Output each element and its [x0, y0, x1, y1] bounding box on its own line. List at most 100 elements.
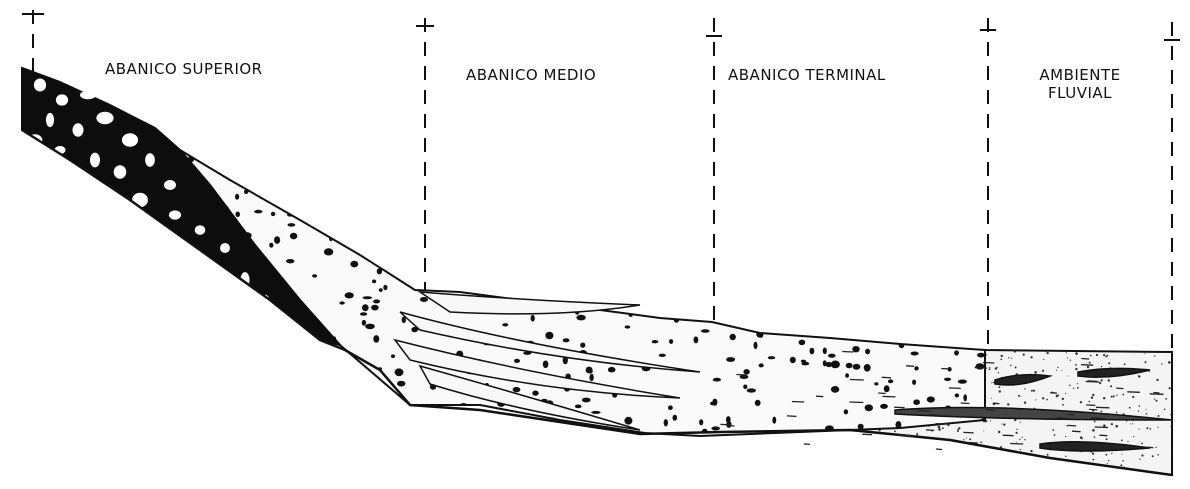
- sand-grain: [692, 476, 694, 478]
- sand-grain: [1096, 354, 1098, 356]
- sand-grain: [823, 316, 825, 318]
- sand-grain: [759, 435, 761, 437]
- pebble: [569, 177, 575, 184]
- pebble: [680, 177, 684, 182]
- sand-grain: [1089, 362, 1091, 364]
- sand-grain: [1087, 476, 1089, 478]
- sand-grain: [957, 428, 959, 430]
- sand-grain: [1080, 401, 1082, 403]
- sand-grain: [698, 313, 699, 314]
- pebble: [328, 418, 336, 423]
- pebble: [446, 155, 450, 162]
- sand-grain: [797, 443, 799, 445]
- sand-grain: [551, 479, 552, 480]
- sand-grain: [1132, 329, 1133, 330]
- sand-grain: [976, 452, 978, 454]
- sand-grain: [420, 456, 421, 457]
- sand-grain: [506, 416, 509, 419]
- lamination-dash: [926, 430, 934, 431]
- sand-grain: [494, 420, 496, 422]
- sand-grain: [1051, 463, 1052, 464]
- sand-grain: [812, 332, 814, 334]
- pebble: [880, 267, 886, 274]
- lamination-dash: [804, 444, 810, 445]
- sand-grain: [699, 305, 700, 306]
- sand-grain: [938, 426, 941, 429]
- pebble: [755, 400, 761, 406]
- pebble: [298, 415, 302, 420]
- sand-grain: [970, 343, 971, 344]
- pebble: [802, 235, 809, 240]
- pebble: [847, 434, 855, 438]
- pebble: [710, 402, 715, 406]
- sand-grain: [837, 461, 839, 463]
- sand-grain: [720, 466, 722, 468]
- pebble: [921, 326, 929, 333]
- sand-grain: [1121, 439, 1123, 441]
- sand-grain: [536, 432, 538, 434]
- sand-grain: [686, 449, 688, 451]
- pebble: [591, 223, 600, 230]
- pebble: [789, 248, 796, 253]
- pebble: [209, 158, 218, 166]
- pebble: [836, 327, 843, 330]
- sand-grain: [404, 404, 406, 406]
- pebble: [390, 421, 395, 424]
- pebble: [339, 301, 344, 304]
- sand-grain: [978, 318, 981, 321]
- pebble: [899, 342, 905, 349]
- sand-grain: [1069, 322, 1070, 323]
- sand-grain: [428, 431, 430, 433]
- sand-grain: [588, 463, 589, 464]
- sand-grain: [1043, 359, 1044, 360]
- sand-grain: [637, 475, 638, 476]
- pebble: [361, 422, 367, 427]
- pebble: [911, 204, 920, 211]
- pebble: [516, 218, 522, 223]
- sand-grain: [1029, 476, 1031, 478]
- pebble: [417, 275, 424, 282]
- pebble: [669, 339, 673, 344]
- sand-grain: [769, 453, 771, 455]
- sand-grain: [811, 332, 812, 333]
- pebble: [301, 399, 307, 404]
- lamination-dash: [906, 436, 914, 437]
- sand-grain: [1087, 319, 1089, 321]
- pebble: [318, 161, 327, 169]
- sand-grain: [1134, 325, 1136, 327]
- sand-grain: [974, 306, 975, 307]
- sand-grain: [1090, 328, 1093, 331]
- pebble: [469, 221, 474, 225]
- sand-grain: [727, 463, 729, 465]
- sand-grain: [1104, 476, 1106, 478]
- pebble: [704, 260, 712, 267]
- lamination-dash: [850, 402, 864, 403]
- pebble: [652, 274, 656, 282]
- sand-grain: [874, 337, 875, 338]
- sand-grain: [413, 447, 415, 449]
- sand-grain: [851, 469, 853, 471]
- sand-grain: [522, 418, 524, 420]
- pebble: [831, 386, 839, 393]
- sand-grain: [935, 341, 937, 343]
- sand-grain: [1146, 409, 1147, 410]
- sand-grain: [882, 315, 884, 317]
- sand-grain: [1057, 367, 1058, 368]
- pebble: [563, 338, 570, 342]
- sand-grain: [1016, 442, 1017, 443]
- sand-grain: [643, 305, 644, 306]
- sand-grain: [459, 467, 461, 469]
- sand-grain: [718, 311, 720, 313]
- sand-grain: [1101, 327, 1103, 329]
- pebble: [743, 385, 747, 390]
- boulder: [80, 91, 96, 100]
- sand-grain: [1099, 382, 1101, 384]
- pebble: [513, 387, 521, 392]
- pebble: [298, 196, 303, 201]
- sand-grain: [863, 317, 864, 318]
- sand-grain: [657, 448, 659, 450]
- sand-grain: [534, 440, 535, 441]
- sand-grain: [918, 339, 919, 340]
- sand-grain: [745, 439, 746, 440]
- pebble: [755, 275, 760, 278]
